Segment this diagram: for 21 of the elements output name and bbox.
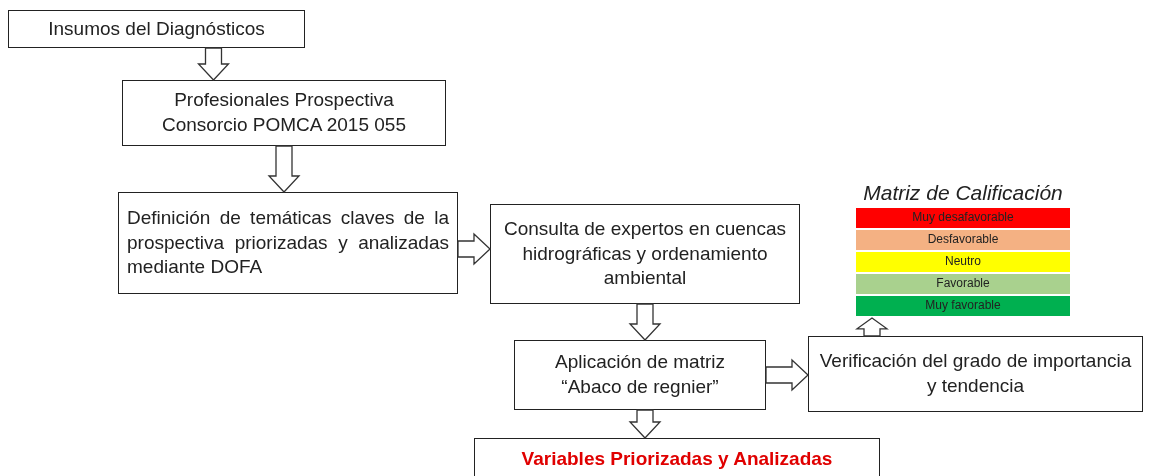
block-arrow: [457, 232, 491, 266]
block-arrow: [855, 317, 889, 337]
rating-bar: Muy favorable: [856, 296, 1070, 318]
block-arrow: [628, 409, 662, 439]
process-box: Verificación del grado de importancia y tendencia: [808, 336, 1143, 412]
rating-bar: Neutro: [856, 252, 1070, 274]
matrix-title: Matriz de Calificación: [862, 180, 1064, 206]
process-box: Definición de temáticas claves de la prospectiva priorizadas y analizadas mediante DOFA: [118, 192, 458, 294]
rating-matrix: [856, 186, 1070, 318]
block-arrow: [765, 358, 809, 392]
rating-bar: Muy desafavorable: [856, 208, 1070, 230]
process-box: Insumos del Diagnósticos: [8, 10, 305, 48]
block-arrow: [197, 47, 230, 81]
block-arrow: [628, 303, 662, 341]
process-box: Aplicación de matriz “Abaco de regnier”: [514, 340, 766, 410]
rating-bar: Desfavorable: [856, 230, 1070, 252]
process-box: Consulta de expertos en cuencas hidrográficas y ordenamiento ambiental: [490, 204, 800, 304]
process-box: Profesionales Prospectiva Consorcio POMCA 2015 055: [122, 80, 446, 146]
process-box: Variables Priorizadas y Analizadas: [474, 438, 880, 476]
block-arrow: [267, 145, 301, 193]
rating-bar: Favorable: [856, 274, 1070, 296]
